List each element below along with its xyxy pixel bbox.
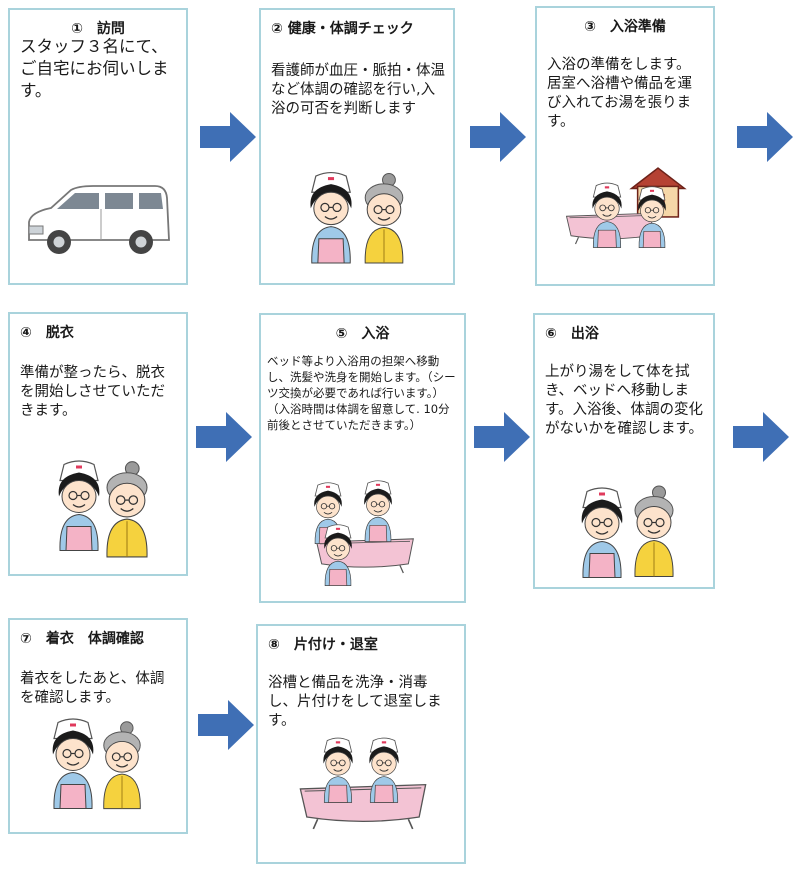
nurse-icon [54,454,104,554]
step-description: ベッド等より入浴用の担架へ移動し、洗髪や洗身を開始します。（シーツ交換が必要であ… [267,354,456,432]
staff-icon [320,734,356,804]
step-title: ⑧ 片付け・退室 [268,637,378,653]
arrow-right-icon [470,112,526,162]
grandma-icon [98,718,146,810]
nurse-icon [48,714,98,810]
step-card-4: ④ 脱衣 準備が整ったら、脱衣を開始しさせていただきます。 [8,312,188,576]
step-card-2: ② 健康・体調チェック 看護師が血圧・脈拍・体温など体調の確認を行い,入浴の可否… [259,8,455,285]
step-description: 看護師が血圧・脈拍・体温など体調の確認を行い,入浴の可否を判断します [271,63,445,117]
nurse-icon [577,483,627,579]
grandma-icon [629,481,679,579]
arrow-right-icon [196,412,252,462]
step-title: ⑥ 出浴 [545,326,599,342]
grandma-icon [359,170,409,264]
step-title: ① 訪問 [71,21,125,37]
step-card-6: ⑥ 出浴 上がり湯をして体を拭き、ベッドへ移動します。入浴後、体調の変化がないか… [533,313,715,589]
staff-icon [589,178,625,250]
step-title: ④ 脱衣 [20,325,74,341]
arrow-right-icon [198,700,254,750]
van-icon [22,182,174,262]
nurse-icon [305,168,357,264]
staff-icon [361,477,395,543]
step-description: 入浴の準備をします。居室へ浴槽や備品を運び入れてお湯を張ります。 [547,57,692,130]
step-card-7: ⑦ 着衣 体調確認 着衣をしたあと、体調を確認します。 [8,618,188,834]
step-card-1: ① 訪問 スタッフ３名にて、ご自宅にお伺いします。 [8,8,188,285]
staff-icon [366,734,402,804]
step-title: ② 健康・体調チェック [271,21,414,37]
staff-icon [635,182,669,250]
step-description: 着衣をしたあと、体調を確認します。 [20,671,165,706]
bathtub-icon [298,776,428,830]
step-description: 浴槽と備品を洗浄・消毒し、片付けをして退室します。 [268,675,442,729]
step-description: 上がり湯をして体を拭き、ベッドへ移動します。入浴後、体調の変化がないかを確認しま… [545,364,704,437]
grandma-icon [100,458,154,558]
step-card-3: ③ 入浴準備 入浴の準備をします。居室へ浴槽や備品を運び入れてお湯を張ります。 [535,6,715,286]
step-title: ⑤ 入浴 [335,326,390,342]
step-description: スタッフ３名にて、ご自宅にお伺いします。 [20,37,169,100]
step-card-5: ⑤ 入浴 ベッド等より入浴用の担架へ移動し、洗髪や洗身を開始します。（シーツ交換… [259,313,466,603]
arrow-right-icon [200,112,256,162]
step-description: 準備が整ったら、脱衣を開始しさせていただきます。 [20,365,165,419]
step-title: ⑦ 着衣 体調確認 [20,631,144,647]
step-title: ③ 入浴準備 [584,19,666,35]
arrow-right-icon [733,412,789,462]
staff-icon [321,521,355,587]
arrow-right-icon [474,412,530,462]
step-card-8: ⑧ 片付け・退室 浴槽と備品を洗浄・消毒し、片付けをして退室します。 [256,624,466,864]
arrow-right-icon [737,112,793,162]
